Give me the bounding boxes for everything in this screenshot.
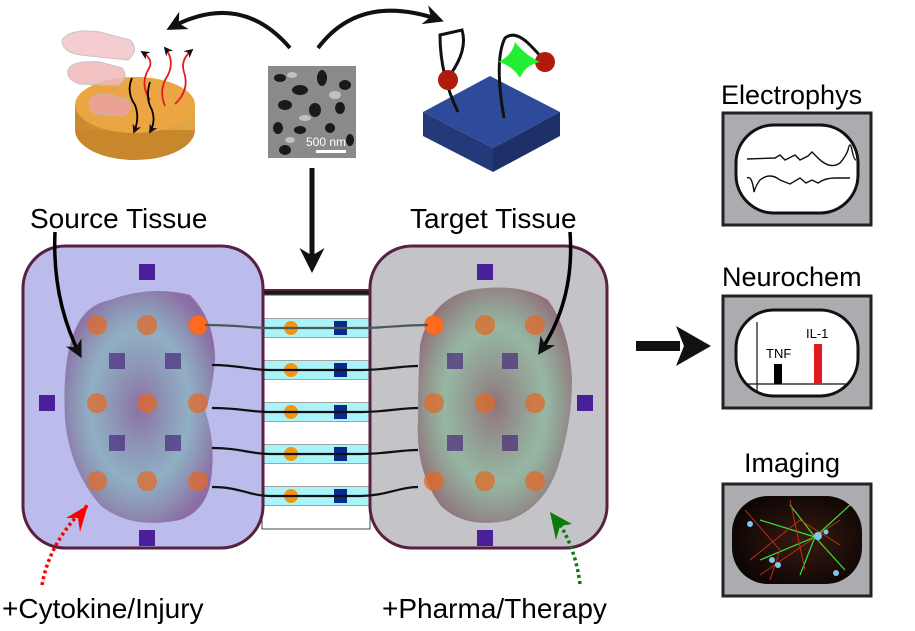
connection-wire xyxy=(211,406,419,414)
bead-left xyxy=(438,70,458,90)
pharma-therapy-label: +Pharma/Therapy xyxy=(382,593,607,624)
trace-bottom xyxy=(746,175,850,193)
recording-electrode xyxy=(424,471,444,491)
recording-electrode xyxy=(188,393,208,413)
recording-electrode xyxy=(137,315,157,335)
channel-wall xyxy=(261,378,371,404)
reference-pad xyxy=(477,264,493,280)
channel-wall xyxy=(261,336,371,362)
arrow-into-target-slice xyxy=(538,231,573,355)
recording-electrode xyxy=(475,315,495,335)
channel-wall xyxy=(261,504,371,530)
heat-out-arrows xyxy=(140,46,194,107)
stim-electrode xyxy=(165,435,181,451)
arrow-to-readouts xyxy=(636,326,711,366)
sem-scale-label: 500 nm xyxy=(306,135,346,149)
surface-chemistry-illustration xyxy=(423,28,560,172)
pharma-arrowhead xyxy=(550,512,572,540)
stim-electrode xyxy=(109,353,125,369)
channel-wall xyxy=(261,294,371,320)
connection-wire xyxy=(211,363,419,372)
arrow-into-source-slice xyxy=(52,231,82,359)
cytokine-arrowhead xyxy=(66,505,88,532)
recording-electrode xyxy=(525,393,545,413)
readout-title: Imaging xyxy=(744,448,840,478)
trace-top xyxy=(746,144,857,167)
sem-micrograph: 500 nm xyxy=(268,66,356,158)
stim-electrode xyxy=(447,435,463,451)
target-tissue-label: Target Tissue xyxy=(410,203,577,234)
stim-electrode xyxy=(502,353,518,369)
bar-label: TNF xyxy=(766,346,791,361)
stim-electrode xyxy=(109,435,125,451)
cytokine-injury-label: +Cytokine/Injury xyxy=(2,593,204,624)
readout-electrophys: Electrophys xyxy=(721,80,873,227)
bar-label: IL-1 xyxy=(806,326,828,341)
sem-scale-bar xyxy=(316,150,346,153)
recording-electrode xyxy=(475,393,495,413)
connection-wire xyxy=(211,446,419,456)
arrow-to-thermal-disc xyxy=(166,10,292,50)
reference-pad xyxy=(577,395,593,411)
stim-electrode xyxy=(165,353,181,369)
readout-imaging: Imaging xyxy=(721,448,873,598)
recording-electrode xyxy=(87,315,107,335)
stim-electrode xyxy=(447,353,463,369)
readout-title: Electrophys xyxy=(721,80,862,110)
pharma-arrow xyxy=(553,515,582,585)
recording-electrode xyxy=(137,393,157,413)
bead-right xyxy=(535,52,555,72)
recording-electrode xyxy=(188,471,208,491)
reference-pad xyxy=(139,530,155,546)
electrode-arrays xyxy=(39,264,593,546)
neuron-processes xyxy=(744,499,851,581)
reference-pad xyxy=(139,264,155,280)
tissue-layers xyxy=(61,30,135,117)
neuron-image xyxy=(732,496,862,584)
connection-wires xyxy=(204,323,429,498)
bar-il-1 xyxy=(814,344,822,384)
target-slice xyxy=(417,287,572,523)
active-electrode-target xyxy=(425,316,443,334)
recording-electrode xyxy=(87,393,107,413)
heat-in-arrows xyxy=(128,77,158,134)
connection-wire xyxy=(211,485,419,498)
stim-electrode xyxy=(502,435,518,451)
active-electrode-source xyxy=(189,316,207,334)
reference-pad xyxy=(477,530,493,546)
recording-electrode xyxy=(137,471,157,491)
nuclei xyxy=(747,521,839,576)
reference-pad xyxy=(39,395,55,411)
source-tissue-label: Source Tissue xyxy=(30,203,207,234)
connection-wire xyxy=(204,323,429,330)
star-molecule xyxy=(498,42,540,78)
microchannel-bridge xyxy=(257,289,375,530)
channel-wall xyxy=(261,420,371,446)
bar-tnf xyxy=(774,364,782,384)
thermal-disc-illustration xyxy=(61,30,195,160)
recording-electrode xyxy=(87,471,107,491)
readout-title: Neurochem xyxy=(722,262,862,292)
recording-electrode xyxy=(525,471,545,491)
channel-wall xyxy=(261,462,371,488)
recording-electrode xyxy=(475,471,495,491)
recording-electrode xyxy=(525,315,545,335)
recording-electrode xyxy=(424,393,444,413)
readout-neurochem: Neurochem TNF IL-1 xyxy=(721,262,873,410)
arrow-to-surface-chemistry xyxy=(316,5,444,50)
